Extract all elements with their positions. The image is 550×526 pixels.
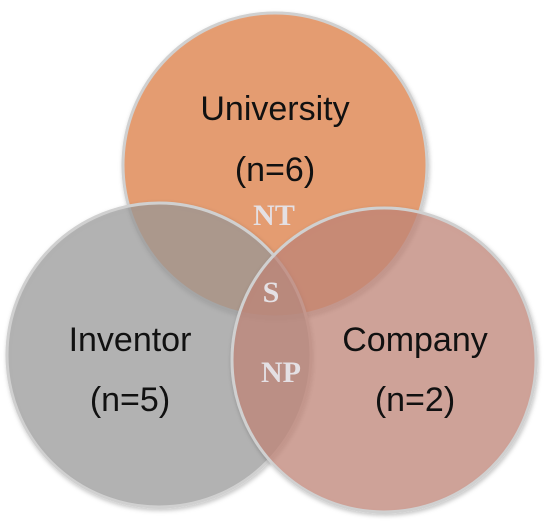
university-count: (n=6) (235, 151, 315, 189)
company-circle (230, 206, 538, 514)
company-count: (n=2) (375, 381, 455, 419)
region-label-s: S (263, 276, 280, 309)
inventor-count: (n=5) (90, 381, 170, 419)
university-label: University (200, 90, 349, 128)
region-label-np: NP (261, 356, 301, 389)
company-label: Company (342, 321, 488, 359)
region-label-nt: NT (253, 199, 295, 232)
inventor-label: Inventor (69, 321, 192, 359)
